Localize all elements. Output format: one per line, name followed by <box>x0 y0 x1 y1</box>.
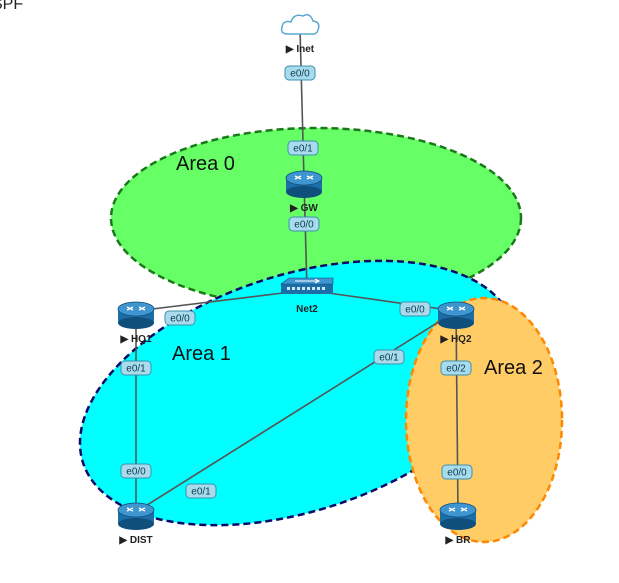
area2-label: Area 2 <box>484 357 543 379</box>
iface-gw-e0-1: e0/1 <box>287 140 319 156</box>
iface-hq1-e0-0: e0/0 <box>164 310 196 326</box>
hq1-router-icon[interactable] <box>117 301 155 329</box>
area0-label: Area 0 <box>176 153 235 175</box>
svg-text:e0/0: e0/0 <box>126 467 146 478</box>
iface-hq2-e0-0: e0/0 <box>399 301 431 317</box>
areas-layer: Area 0 Area 1 Area 2 <box>78 126 564 544</box>
hq2-router-icon[interactable] <box>437 301 475 329</box>
svg-text:e0/1: e0/1 <box>293 144 313 155</box>
inet-cloud-icon[interactable] <box>280 14 320 35</box>
net2-label: Net2 <box>296 304 318 315</box>
iface-inet-e0-0: e0/0 <box>284 65 316 81</box>
nodes-layer: ▶ Inet ▶ GW Net2 ▶ HQ1 ▶ HQ2 ▶ DIST ▶ BR <box>117 14 477 546</box>
iface-br-e0-0: e0/0 <box>441 464 473 480</box>
area1-label: Area 1 <box>172 343 231 365</box>
iface-hq2-e0-1: e0/1 <box>373 349 405 365</box>
svg-text:e0/0: e0/0 <box>290 69 310 80</box>
net2-switch-icon[interactable] <box>280 277 334 294</box>
svg-text:e0/1: e0/1 <box>191 487 211 498</box>
dist-router-icon[interactable] <box>117 502 155 530</box>
gw-label: ▶ GW <box>289 203 318 214</box>
page-title: SPF <box>0 0 24 13</box>
link-gw-net2 <box>303 179 308 291</box>
br-label: ▶ BR <box>445 535 472 546</box>
svg-text:e0/0: e0/0 <box>170 314 190 325</box>
svg-text:e0/1: e0/1 <box>126 364 146 375</box>
iface-dist-e0-1: e0/1 <box>185 483 217 499</box>
svg-text:e0/0: e0/0 <box>447 468 467 479</box>
svg-text:e0/2: e0/2 <box>446 364 466 375</box>
gw-router-icon[interactable] <box>285 170 323 198</box>
br-router-icon[interactable] <box>439 502 477 530</box>
inet-label: ▶ Inet <box>285 44 315 55</box>
iface-hq1-e0-1: e0/1 <box>120 360 152 376</box>
svg-text:e0/0: e0/0 <box>294 220 314 231</box>
svg-text:e0/1: e0/1 <box>379 353 399 364</box>
svg-text:e0/0: e0/0 <box>405 305 425 316</box>
link-hq2-dist <box>135 310 457 513</box>
link-hq1-net2 <box>135 289 308 312</box>
dist-label: ▶ DIST <box>118 535 152 546</box>
iface-hq2-e0-2: e0/2 <box>440 360 472 376</box>
interfaces-layer: e0/0 e0/1 e0/0 e0/0 e0/0 e0/1 e0/0 e0/1 e0/1 e0/2… <box>120 65 473 499</box>
iface-gw-e0-0: e0/0 <box>288 216 320 232</box>
hq1-label: ▶ HQ1 <box>119 334 151 345</box>
iface-dist-e0-0: e0/0 <box>120 463 152 479</box>
hq2-label: ▶ HQ2 <box>439 334 471 345</box>
area2-region <box>404 296 564 544</box>
